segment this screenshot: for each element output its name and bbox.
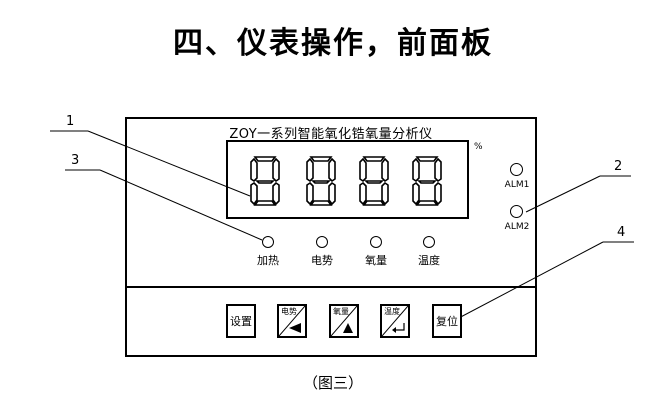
model-label: ZOY一系列智能氧化锆氧量分析仪 <box>229 127 433 142</box>
oxygen-button-label: 氧量 <box>333 307 349 316</box>
alarm-2-label: ALM2 <box>504 222 530 232</box>
emf-button-label: 电势 <box>281 307 297 316</box>
up-arrow-icon <box>331 306 357 336</box>
alarm-1-label: ALM1 <box>504 180 530 190</box>
alarm-1-led <box>510 163 523 176</box>
emf-label: 电势 <box>311 254 333 267</box>
digital-display <box>226 140 469 219</box>
heating-led <box>262 236 274 248</box>
reset-button[interactable]: 复位 <box>432 304 462 338</box>
percent-symbol: % <box>474 142 483 152</box>
callout-number-2: 2 <box>614 159 623 174</box>
callout-number-4: 4 <box>617 225 626 240</box>
front-panel <box>125 117 537 357</box>
display-digit-3 <box>359 156 389 206</box>
figure-caption: （图三） <box>302 374 363 392</box>
display-digit-1 <box>250 156 280 206</box>
temperature-button-label: 温度 <box>384 307 400 316</box>
oxygen-label: 氧量 <box>365 254 387 267</box>
emf-led <box>316 236 328 248</box>
temperature-label: 温度 <box>418 254 440 267</box>
panel-divider <box>125 286 537 288</box>
callout-number-1: 1 <box>66 114 75 129</box>
enter-arrow-icon <box>382 306 408 336</box>
emf-left-button[interactable]: 电势 <box>277 304 307 338</box>
display-digit-2 <box>306 156 336 206</box>
alarm-2-led <box>510 205 523 218</box>
page-title: 四、仪表操作，前面板 <box>173 26 493 61</box>
oxygen-up-button[interactable]: 氧量 <box>329 304 359 338</box>
callout-number-3: 3 <box>71 153 80 168</box>
temperature-led <box>423 236 435 248</box>
temperature-enter-button[interactable]: 温度 <box>380 304 410 338</box>
oxygen-led <box>370 236 382 248</box>
left-arrow-icon <box>279 306 305 336</box>
display-digit-4 <box>412 156 442 206</box>
heating-label: 加热 <box>257 254 279 267</box>
setup-button[interactable]: 设置 <box>226 304 256 338</box>
